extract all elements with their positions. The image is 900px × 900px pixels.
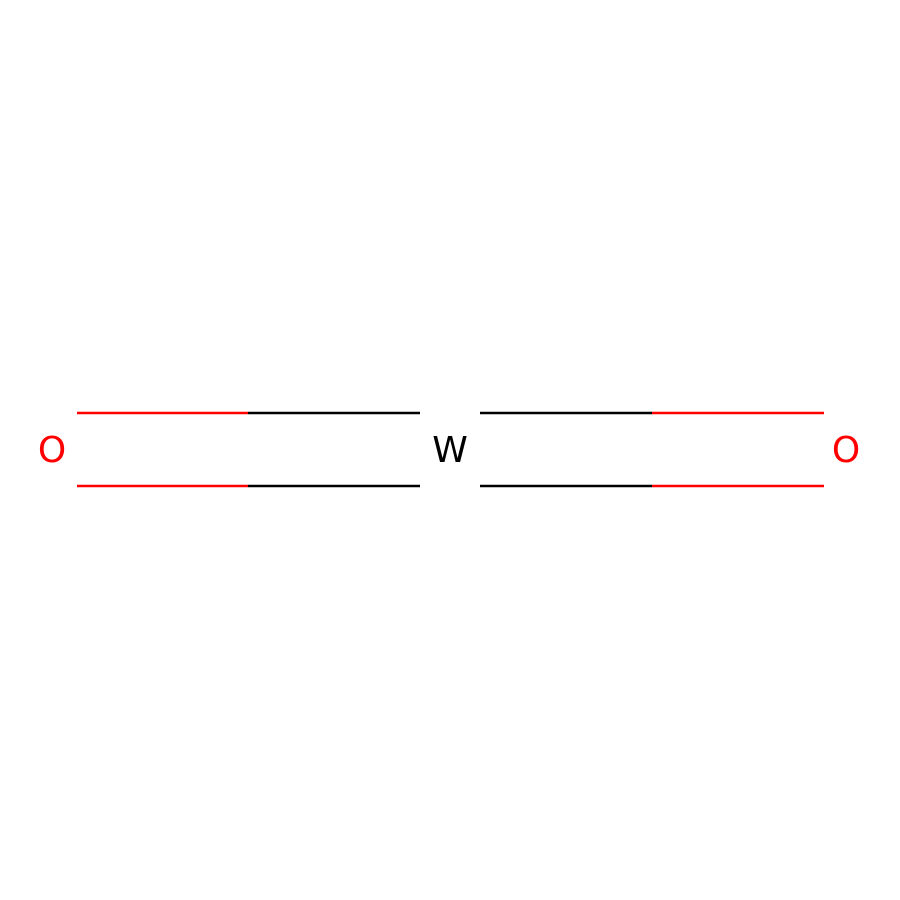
atom-tungsten-center: W — [432, 430, 468, 471]
double-bond-left — [77, 411, 420, 488]
double-bond-right — [480, 411, 824, 488]
atom-oxygen-right: O — [832, 430, 860, 471]
atom-oxygen-left: O — [38, 430, 66, 471]
